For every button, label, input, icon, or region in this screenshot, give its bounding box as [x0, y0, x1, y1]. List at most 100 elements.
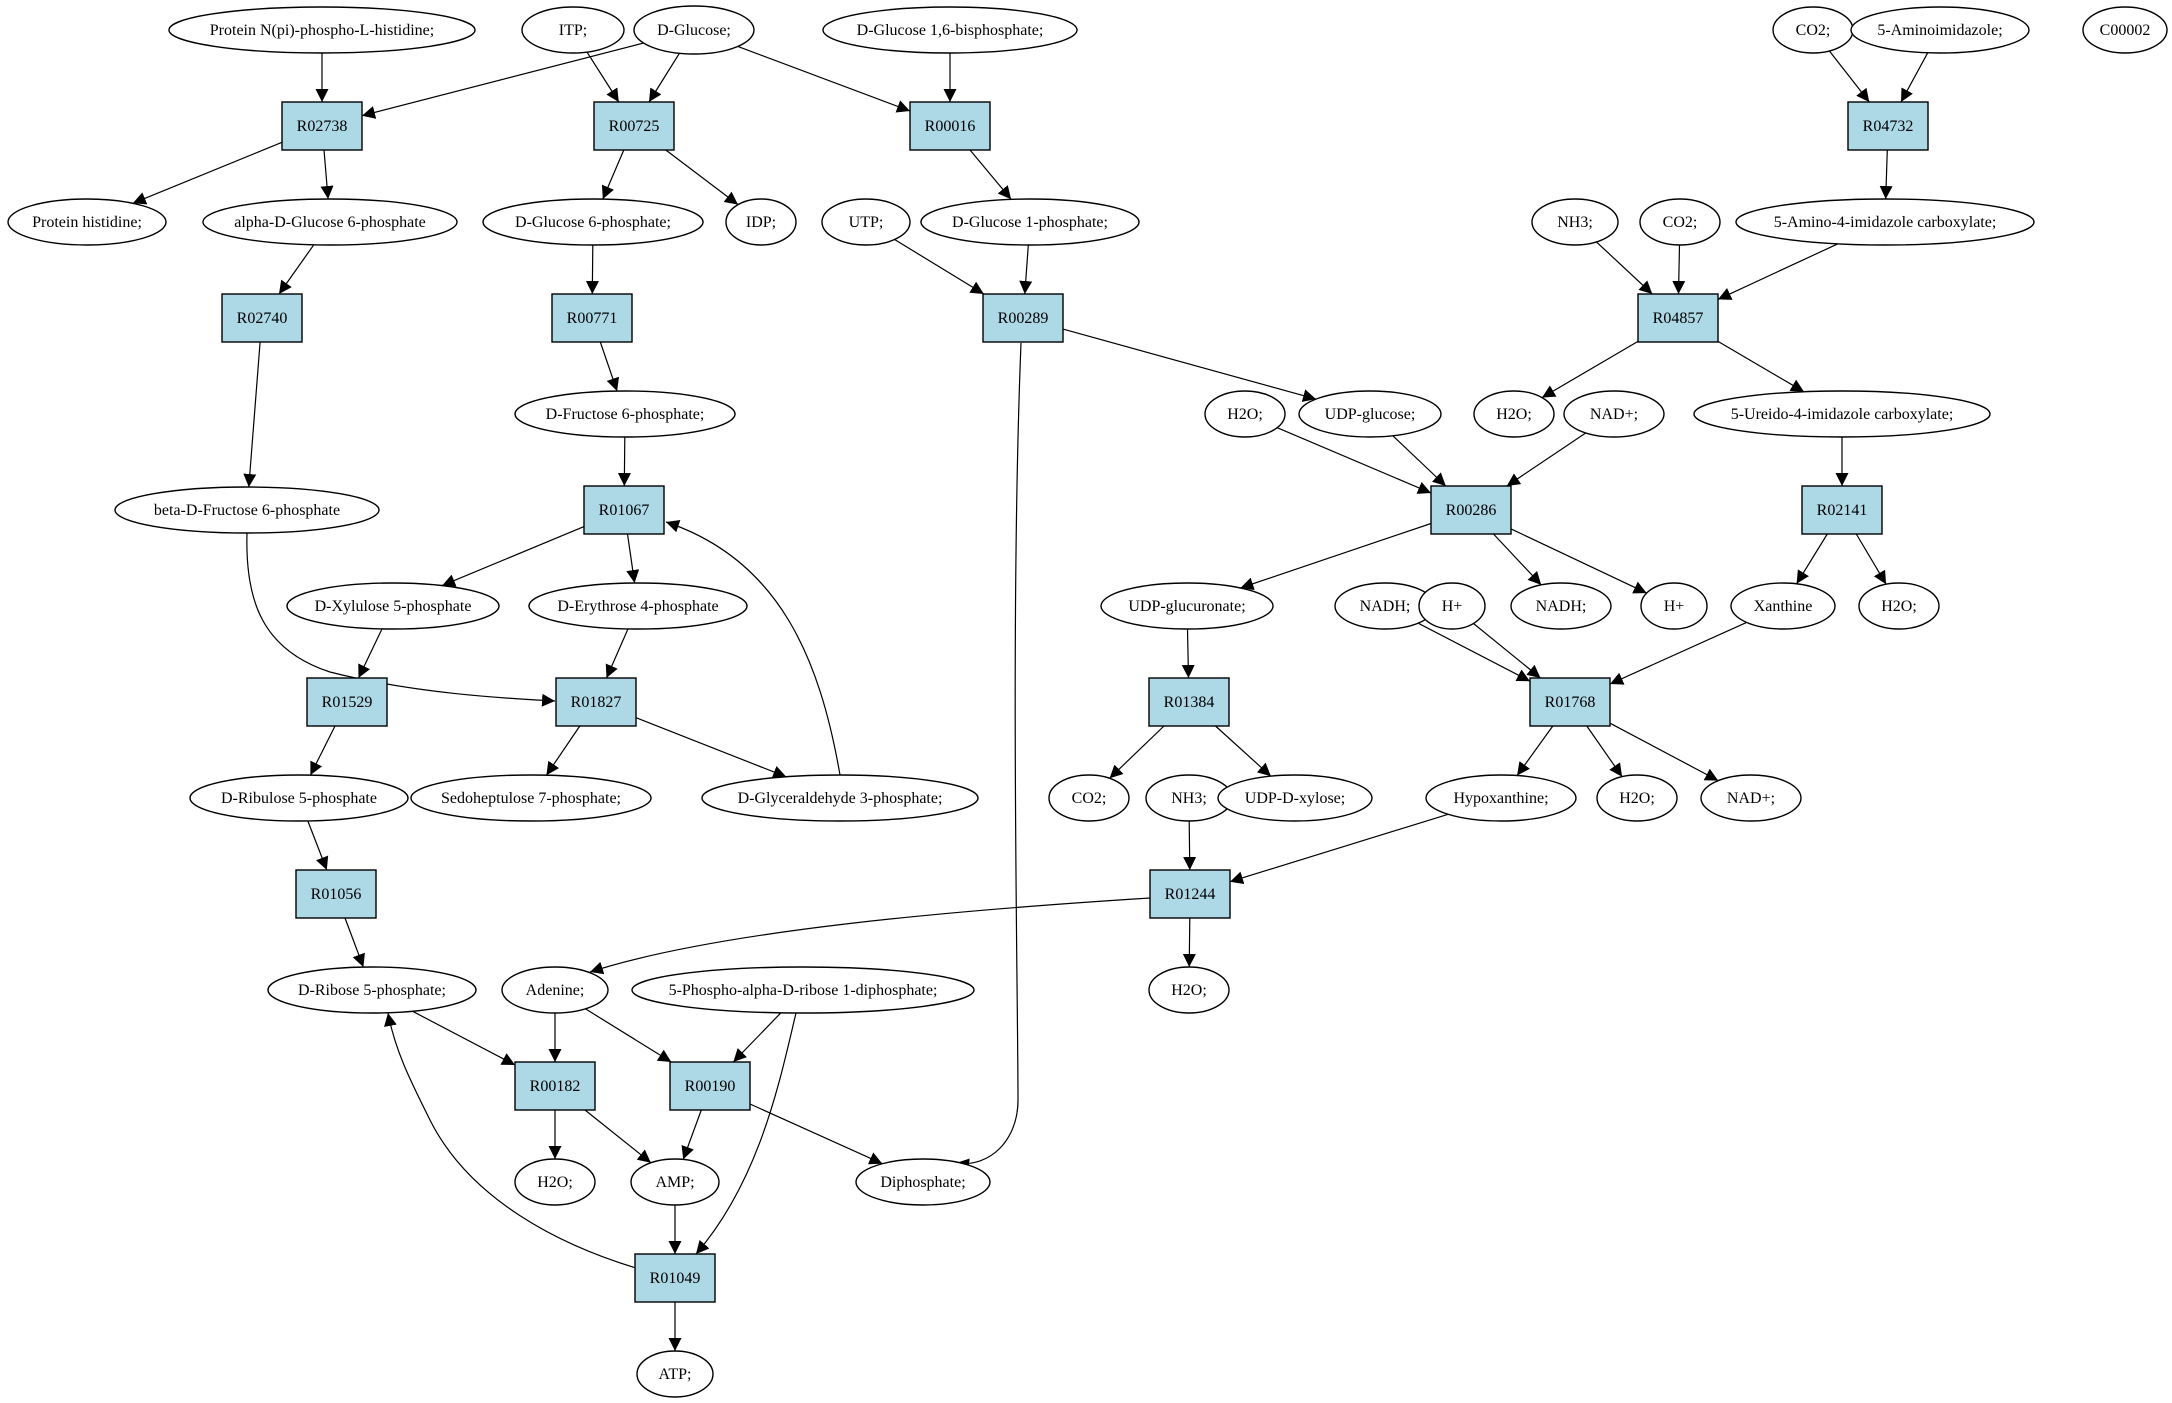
edge-co2-to-r04857: [1672, 244, 1686, 295]
reaction-node-r04732[interactable]: R04732: [1847, 101, 1929, 151]
compound-node-co2[interactable]: CO2;: [1048, 774, 1130, 822]
node-label: D-Ribulose 5-phosphate: [221, 790, 377, 807]
edge-r04857-to-5-ureido-4-imidazole-carboxylate: [1717, 340, 1805, 393]
compound-node-diphosphate[interactable]: Diphosphate;: [855, 1158, 991, 1206]
compound-node-udp-glucuronate[interactable]: UDP-glucuronate;: [1100, 582, 1274, 630]
compound-ellipse: [286, 582, 500, 630]
compound-node-5-ureido-4-imidazole-carboxylate[interactable]: 5-Ureido-4-imidazole carboxylate;: [1693, 390, 1991, 438]
reaction-node-r02740[interactable]: R02740: [221, 293, 303, 343]
compound-node-5-phospho-alpha-d-ribose-1-diphosphate[interactable]: 5-Phospho-alpha-D-ribose 1-diphosphate;: [631, 966, 975, 1014]
compound-node-h2o[interactable]: H2O;: [1596, 774, 1678, 822]
compound-node-d-ribulose-5-phosphate[interactable]: D-Ribulose 5-phosphate: [189, 774, 409, 822]
node-label: NAD+;: [1727, 790, 1775, 807]
compound-ellipse: [1473, 390, 1555, 438]
compound-node-udp-d-xylose[interactable]: UDP-D-xylose;: [1217, 774, 1373, 822]
compound-node-nad[interactable]: NAD+;: [1700, 774, 1802, 822]
node-label: 5-Amino-4-imidazole carboxylate;: [1774, 214, 1997, 231]
compound-node-beta-d-fructose-6-phosphate[interactable]: beta-D-Fructose 6-phosphate: [114, 486, 380, 534]
compound-node-hypoxanthine[interactable]: Hypoxanthine;: [1425, 774, 1577, 822]
compound-node-amp[interactable]: AMP;: [630, 1158, 720, 1206]
edge-xanthine-to-r01768: [1609, 621, 1747, 685]
compound-node-itp[interactable]: ITP;: [521, 6, 625, 54]
edge-r02141-to-xanthine: [1796, 533, 1828, 585]
compound-node-h2o[interactable]: H2O;: [1473, 390, 1555, 438]
compound-node-sedoheptulose-7-phosphate[interactable]: Sedoheptulose 7-phosphate;: [410, 774, 652, 822]
reaction-node-r01049[interactable]: R01049: [634, 1253, 716, 1303]
compound-node-nh3[interactable]: NH3;: [1531, 198, 1619, 246]
compound-node-d-glucose-1-phosphate[interactable]: D-Glucose 1-phosphate;: [920, 198, 1140, 246]
reaction-node-r01384[interactable]: R01384: [1148, 677, 1230, 727]
compound-node-nadh[interactable]: NADH;: [1510, 582, 1612, 630]
edge-r00016-to-d-glucose-1-phosphate: [969, 149, 1012, 200]
compound-node-h[interactable]: H+: [1640, 582, 1708, 630]
compound-node-d-glyceraldehyde-3-phosphate[interactable]: D-Glyceraldehyde 3-phosphate;: [701, 774, 979, 822]
compound-node-d-erythrose-4-phosphate[interactable]: D-Erythrose 4-phosphate: [528, 582, 748, 630]
compound-ellipse: [1531, 198, 1619, 246]
node-label: R00725: [609, 118, 660, 135]
node-label: R00286: [1446, 502, 1497, 519]
compound-node-h2o[interactable]: H2O;: [1858, 582, 1940, 630]
reaction-node-r01768[interactable]: R01768: [1529, 677, 1611, 727]
node-label: C00002: [2100, 22, 2151, 39]
compound-node-co2[interactable]: CO2;: [1772, 6, 1854, 54]
reaction-node-r00771[interactable]: R00771: [551, 293, 633, 343]
edge-r02740-to-beta-d-fructose-6-phosphate: [243, 341, 261, 488]
edge-r01056-to-d-ribose-5-phosphate: [344, 917, 365, 968]
compound-node-protein-histidine[interactable]: Protein histidine;: [7, 198, 167, 246]
compound-node-atp[interactable]: ATP;: [636, 1350, 714, 1398]
reaction-node-r00289[interactable]: R00289: [982, 293, 1064, 343]
compound-ellipse: [1735, 198, 2035, 246]
edge-d-xylulose-5-phosphate-to-r01529: [357, 628, 383, 679]
compound-node-c00002[interactable]: C00002: [2082, 6, 2168, 54]
reaction-node-r01827[interactable]: R01827: [555, 677, 637, 727]
compound-node-h2o[interactable]: H2O;: [1148, 966, 1230, 1014]
reaction-node-r02738[interactable]: R02738: [281, 101, 363, 151]
compound-node-udp-glucose[interactable]: UDP-glucose;: [1298, 390, 1442, 438]
edge-r01384-to-co2: [1109, 725, 1165, 779]
reaction-node-r00016[interactable]: R00016: [909, 101, 991, 151]
edge-r01384-to-udp-d-xylose: [1215, 725, 1272, 777]
compound-node-5-aminoimidazole[interactable]: 5-Aminoimidazole;: [1850, 6, 2030, 54]
compound-node-d-glucose-6-phosphate[interactable]: D-Glucose 6-phosphate;: [482, 198, 704, 246]
node-label: R04732: [1863, 118, 1914, 135]
reaction-box: [551, 293, 633, 343]
reaction-node-r00190[interactable]: R00190: [669, 1061, 751, 1111]
compound-node-d-fructose-6-phosphate[interactable]: D-Fructose 6-phosphate;: [514, 390, 736, 438]
compound-node-h[interactable]: H+: [1418, 582, 1486, 630]
compound-node-utp[interactable]: UTP;: [821, 198, 911, 246]
node-label: NADH;: [1360, 598, 1411, 615]
node-label: beta-D-Fructose 6-phosphate: [154, 502, 340, 519]
edge-r01244-to-h2o: [1182, 917, 1196, 968]
compound-node-d-xylulose-5-phosphate[interactable]: D-Xylulose 5-phosphate: [286, 582, 500, 630]
compound-node-idp[interactable]: IDP;: [725, 198, 797, 246]
compound-node-protein-n-pi-phospho-l-histidine[interactable]: Protein N(pi)-phospho-L-histidine;: [168, 6, 476, 54]
compound-node-xanthine[interactable]: Xanthine: [1730, 582, 1836, 630]
compound-node-5-amino-4-imidazole-carboxylate[interactable]: 5-Amino-4-imidazole carboxylate;: [1735, 198, 2035, 246]
reaction-node-r01244[interactable]: R01244: [1149, 869, 1231, 919]
compound-node-h2o[interactable]: H2O;: [514, 1158, 596, 1206]
compound-node-co2[interactable]: CO2;: [1639, 198, 1721, 246]
reaction-node-r01529[interactable]: R01529: [306, 677, 388, 727]
reaction-node-r04857[interactable]: R04857: [1637, 293, 1719, 343]
compound-node-adenine[interactable]: Adenine;: [501, 966, 609, 1014]
reaction-node-r01067[interactable]: R01067: [583, 485, 665, 535]
node-label: Protein histidine;: [32, 214, 142, 231]
edge-itp-to-r00725: [586, 51, 620, 103]
reaction-node-r00182[interactable]: R00182: [514, 1061, 596, 1111]
reaction-node-r00725[interactable]: R00725: [593, 101, 675, 151]
reaction-node-r01056[interactable]: R01056: [295, 869, 377, 919]
compound-node-d-glucose[interactable]: D-Glucose;: [633, 5, 755, 55]
edge-r01768-to-hypoxanthine: [1516, 725, 1554, 776]
reaction-node-r02141[interactable]: R02141: [1801, 485, 1883, 535]
compound-node-nad[interactable]: NAD+;: [1563, 390, 1665, 438]
compound-node-alpha-d-glucose-6-phosphate[interactable]: alpha-D-Glucose 6-phosphate: [202, 198, 458, 246]
compound-node-h2o[interactable]: H2O;: [1204, 390, 1286, 438]
edge-udp-glucuronate-to-r01384: [1181, 628, 1195, 679]
reaction-box: [1148, 677, 1230, 727]
edge-d-glucose-to-r00725: [648, 52, 680, 103]
compound-node-d-ribose-5-phosphate[interactable]: D-Ribose 5-phosphate;: [267, 966, 477, 1014]
reaction-node-r00286[interactable]: R00286: [1430, 485, 1512, 535]
compound-ellipse: [1850, 6, 2030, 54]
compound-node-nadh[interactable]: NADH;: [1334, 582, 1436, 630]
compound-node-d-glucose-1-6-bisphosphate[interactable]: D-Glucose 1,6-bisphosphate;: [822, 6, 1078, 54]
